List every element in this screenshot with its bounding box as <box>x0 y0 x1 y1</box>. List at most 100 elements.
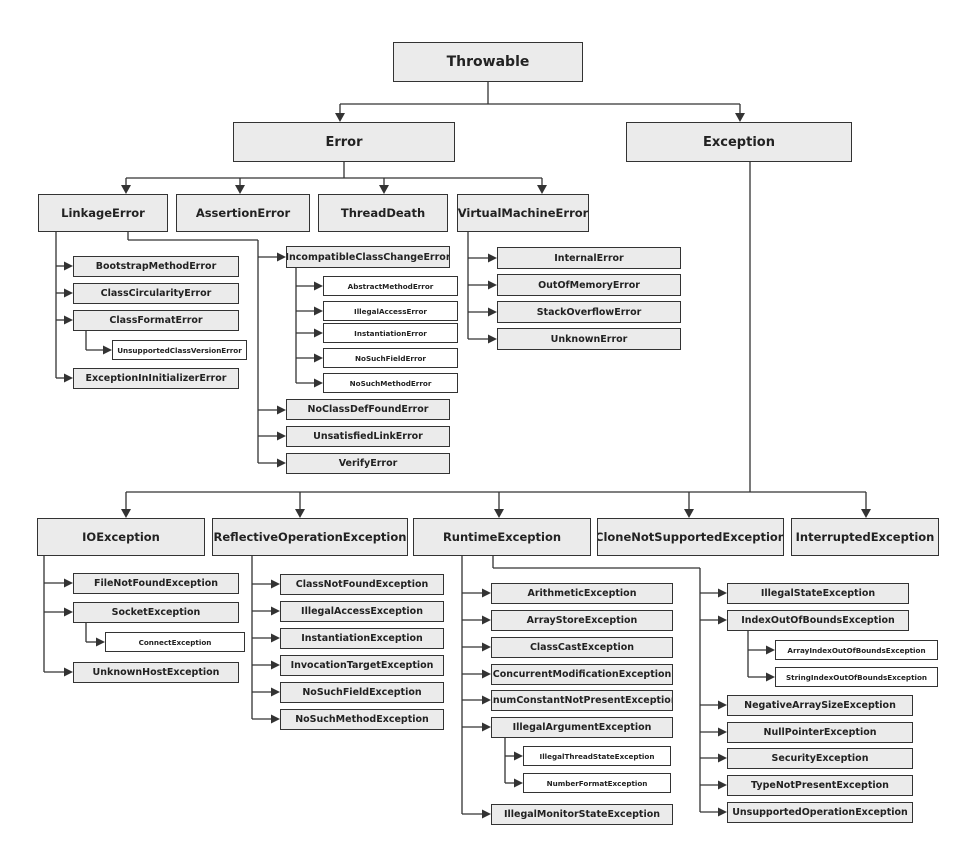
arrowhead-icon <box>766 672 775 682</box>
node-negative-array-size-exception: NegativeArraySizeException <box>727 695 913 716</box>
arrowhead-icon <box>514 778 523 788</box>
arrowhead-icon <box>718 700 727 710</box>
arrowhead-icon <box>314 328 323 338</box>
arrowhead-icon <box>482 669 491 679</box>
arrowhead-icon <box>277 252 286 262</box>
node-bootstrap-method-error: BootstrapMethodError <box>73 256 239 277</box>
arrowhead-icon <box>482 695 491 705</box>
node-unknown-host-exception: UnknownHostException <box>73 662 239 683</box>
arrowhead-icon <box>488 307 497 317</box>
node-unsupported-operation-exception: UnsupportedOperationException <box>727 802 913 823</box>
node-class-cast-exception: ClassCastException <box>491 637 673 658</box>
arrowhead-icon <box>271 687 280 697</box>
arrowhead-icon <box>295 509 305 518</box>
node-io-exception: IOException <box>37 518 205 556</box>
arrowhead-icon <box>235 185 245 194</box>
node-abstract-method-error: AbstractMethodError <box>323 276 458 296</box>
node-invocation-target-exception: InvocationTargetException <box>280 655 444 676</box>
node-number-format-exception: NumberFormatException <box>523 773 671 793</box>
node-linkage-error: LinkageError <box>38 194 168 232</box>
arrowhead-icon <box>684 509 694 518</box>
arrowhead-icon <box>718 727 727 737</box>
node-throwable: Throwable <box>393 42 583 82</box>
node-class-not-found-exception: ClassNotFoundException <box>280 574 444 595</box>
node-illegal-state-exception: IllegalStateException <box>727 583 909 604</box>
node-unknown-error: UnknownError <box>497 328 681 350</box>
node-file-not-found-exception: FileNotFoundException <box>73 573 239 594</box>
arrowhead-icon <box>861 509 871 518</box>
arrowhead-icon <box>314 353 323 363</box>
node-thread-death: ThreadDeath <box>318 194 448 232</box>
arrowhead-icon <box>537 185 547 194</box>
arrowhead-icon <box>514 751 523 761</box>
node-unsatisfied-link-error: UnsatisfiedLinkError <box>286 426 450 447</box>
node-type-not-present-exception: TypeNotPresentException <box>727 775 913 796</box>
arrowhead-icon <box>271 606 280 616</box>
arrowhead-icon <box>64 607 73 617</box>
node-error: Error <box>233 122 455 162</box>
arrowhead-icon <box>121 509 131 518</box>
node-no-such-field-error: NoSuchFieldError <box>323 348 458 368</box>
node-no-such-method-error: NoSuchMethodError <box>323 373 458 393</box>
node-security-exception: SecurityException <box>727 748 913 769</box>
arrowhead-icon <box>482 615 491 625</box>
arrowhead-icon <box>379 185 389 194</box>
arrowhead-icon <box>64 373 73 383</box>
arrowhead-icon <box>271 714 280 724</box>
arrowhead-icon <box>488 280 497 290</box>
node-no-such-field-exception: NoSuchFieldException <box>280 682 444 703</box>
node-illegal-thread-state-exception: IllegalThreadStateException <box>523 746 671 766</box>
node-concurrent-modification-exception: ConcurrentModificationException <box>491 664 673 685</box>
arrowhead-icon <box>64 261 73 271</box>
node-no-such-method-exception: NoSuchMethodException <box>280 709 444 730</box>
node-exception: Exception <box>626 122 852 162</box>
node-illegal-access-error: IllegalAccessError <box>323 301 458 321</box>
node-verify-error: VerifyError <box>286 453 450 474</box>
node-illegal-access-exception: IllegalAccessException <box>280 601 444 622</box>
arrowhead-icon <box>488 334 497 344</box>
arrowhead-icon <box>64 315 73 325</box>
arrowhead-icon <box>482 642 491 652</box>
arrowhead-icon <box>314 306 323 316</box>
node-out-of-memory-error: OutOfMemoryError <box>497 274 681 296</box>
node-string-index-out-of-bounds-exception: StringIndexOutOfBoundsException <box>775 667 938 687</box>
node-exception-in-initializer-error: ExceptionInInitializerError <box>73 368 239 389</box>
node-array-store-exception: ArrayStoreException <box>491 610 673 631</box>
node-interrupted-exception: InterruptedException <box>791 518 939 556</box>
node-null-pointer-exception: NullPointerException <box>727 722 913 743</box>
arrowhead-icon <box>718 615 727 625</box>
arrowhead-icon <box>64 578 73 588</box>
arrowhead-icon <box>335 113 345 122</box>
arrowhead-icon <box>718 753 727 763</box>
node-class-format-error: ClassFormatError <box>73 310 239 331</box>
arrowhead-icon <box>103 345 112 355</box>
node-incompatible-class-change-error: IncompatibleClassChangeError <box>286 246 450 268</box>
arrowhead-icon <box>271 633 280 643</box>
node-connect-exception: ConnectException <box>105 632 245 652</box>
node-no-class-def-found-error: NoClassDefFoundError <box>286 399 450 420</box>
node-arithmetic-exception: ArithmeticException <box>491 583 673 604</box>
node-instantiation-error: InstantiationError <box>323 323 458 343</box>
node-assertion-error: AssertionError <box>176 194 310 232</box>
node-illegal-argument-exception: IllegalArgumentException <box>491 717 673 738</box>
arrowhead-icon <box>277 431 286 441</box>
arrowhead-icon <box>482 588 491 598</box>
arrowhead-icon <box>64 288 73 298</box>
node-reflective-operation-exception: ReflectiveOperationException <box>212 518 408 556</box>
arrowhead-icon <box>494 509 504 518</box>
node-index-out-of-bounds-exception: IndexOutOfBoundsException <box>727 610 909 631</box>
arrowhead-icon <box>96 637 105 647</box>
arrowhead-icon <box>488 253 497 263</box>
arrowhead-icon <box>718 807 727 817</box>
arrowhead-icon <box>718 780 727 790</box>
node-clone-not-supported-exception: CloneNotSupportedException <box>597 518 784 556</box>
arrowhead-icon <box>64 667 73 677</box>
node-socket-exception: SocketException <box>73 602 239 623</box>
arrowhead-icon <box>277 458 286 468</box>
node-virtual-machine-error: VirtualMachineError <box>457 194 589 232</box>
arrowhead-icon <box>271 579 280 589</box>
node-array-index-out-of-bounds-exception: ArrayIndexOutOfBoundsException <box>775 640 938 660</box>
node-stack-overflow-error: StackOverflowError <box>497 301 681 323</box>
node-unsupported-class-version-error: UnsupportedClassVersionError <box>112 340 247 360</box>
